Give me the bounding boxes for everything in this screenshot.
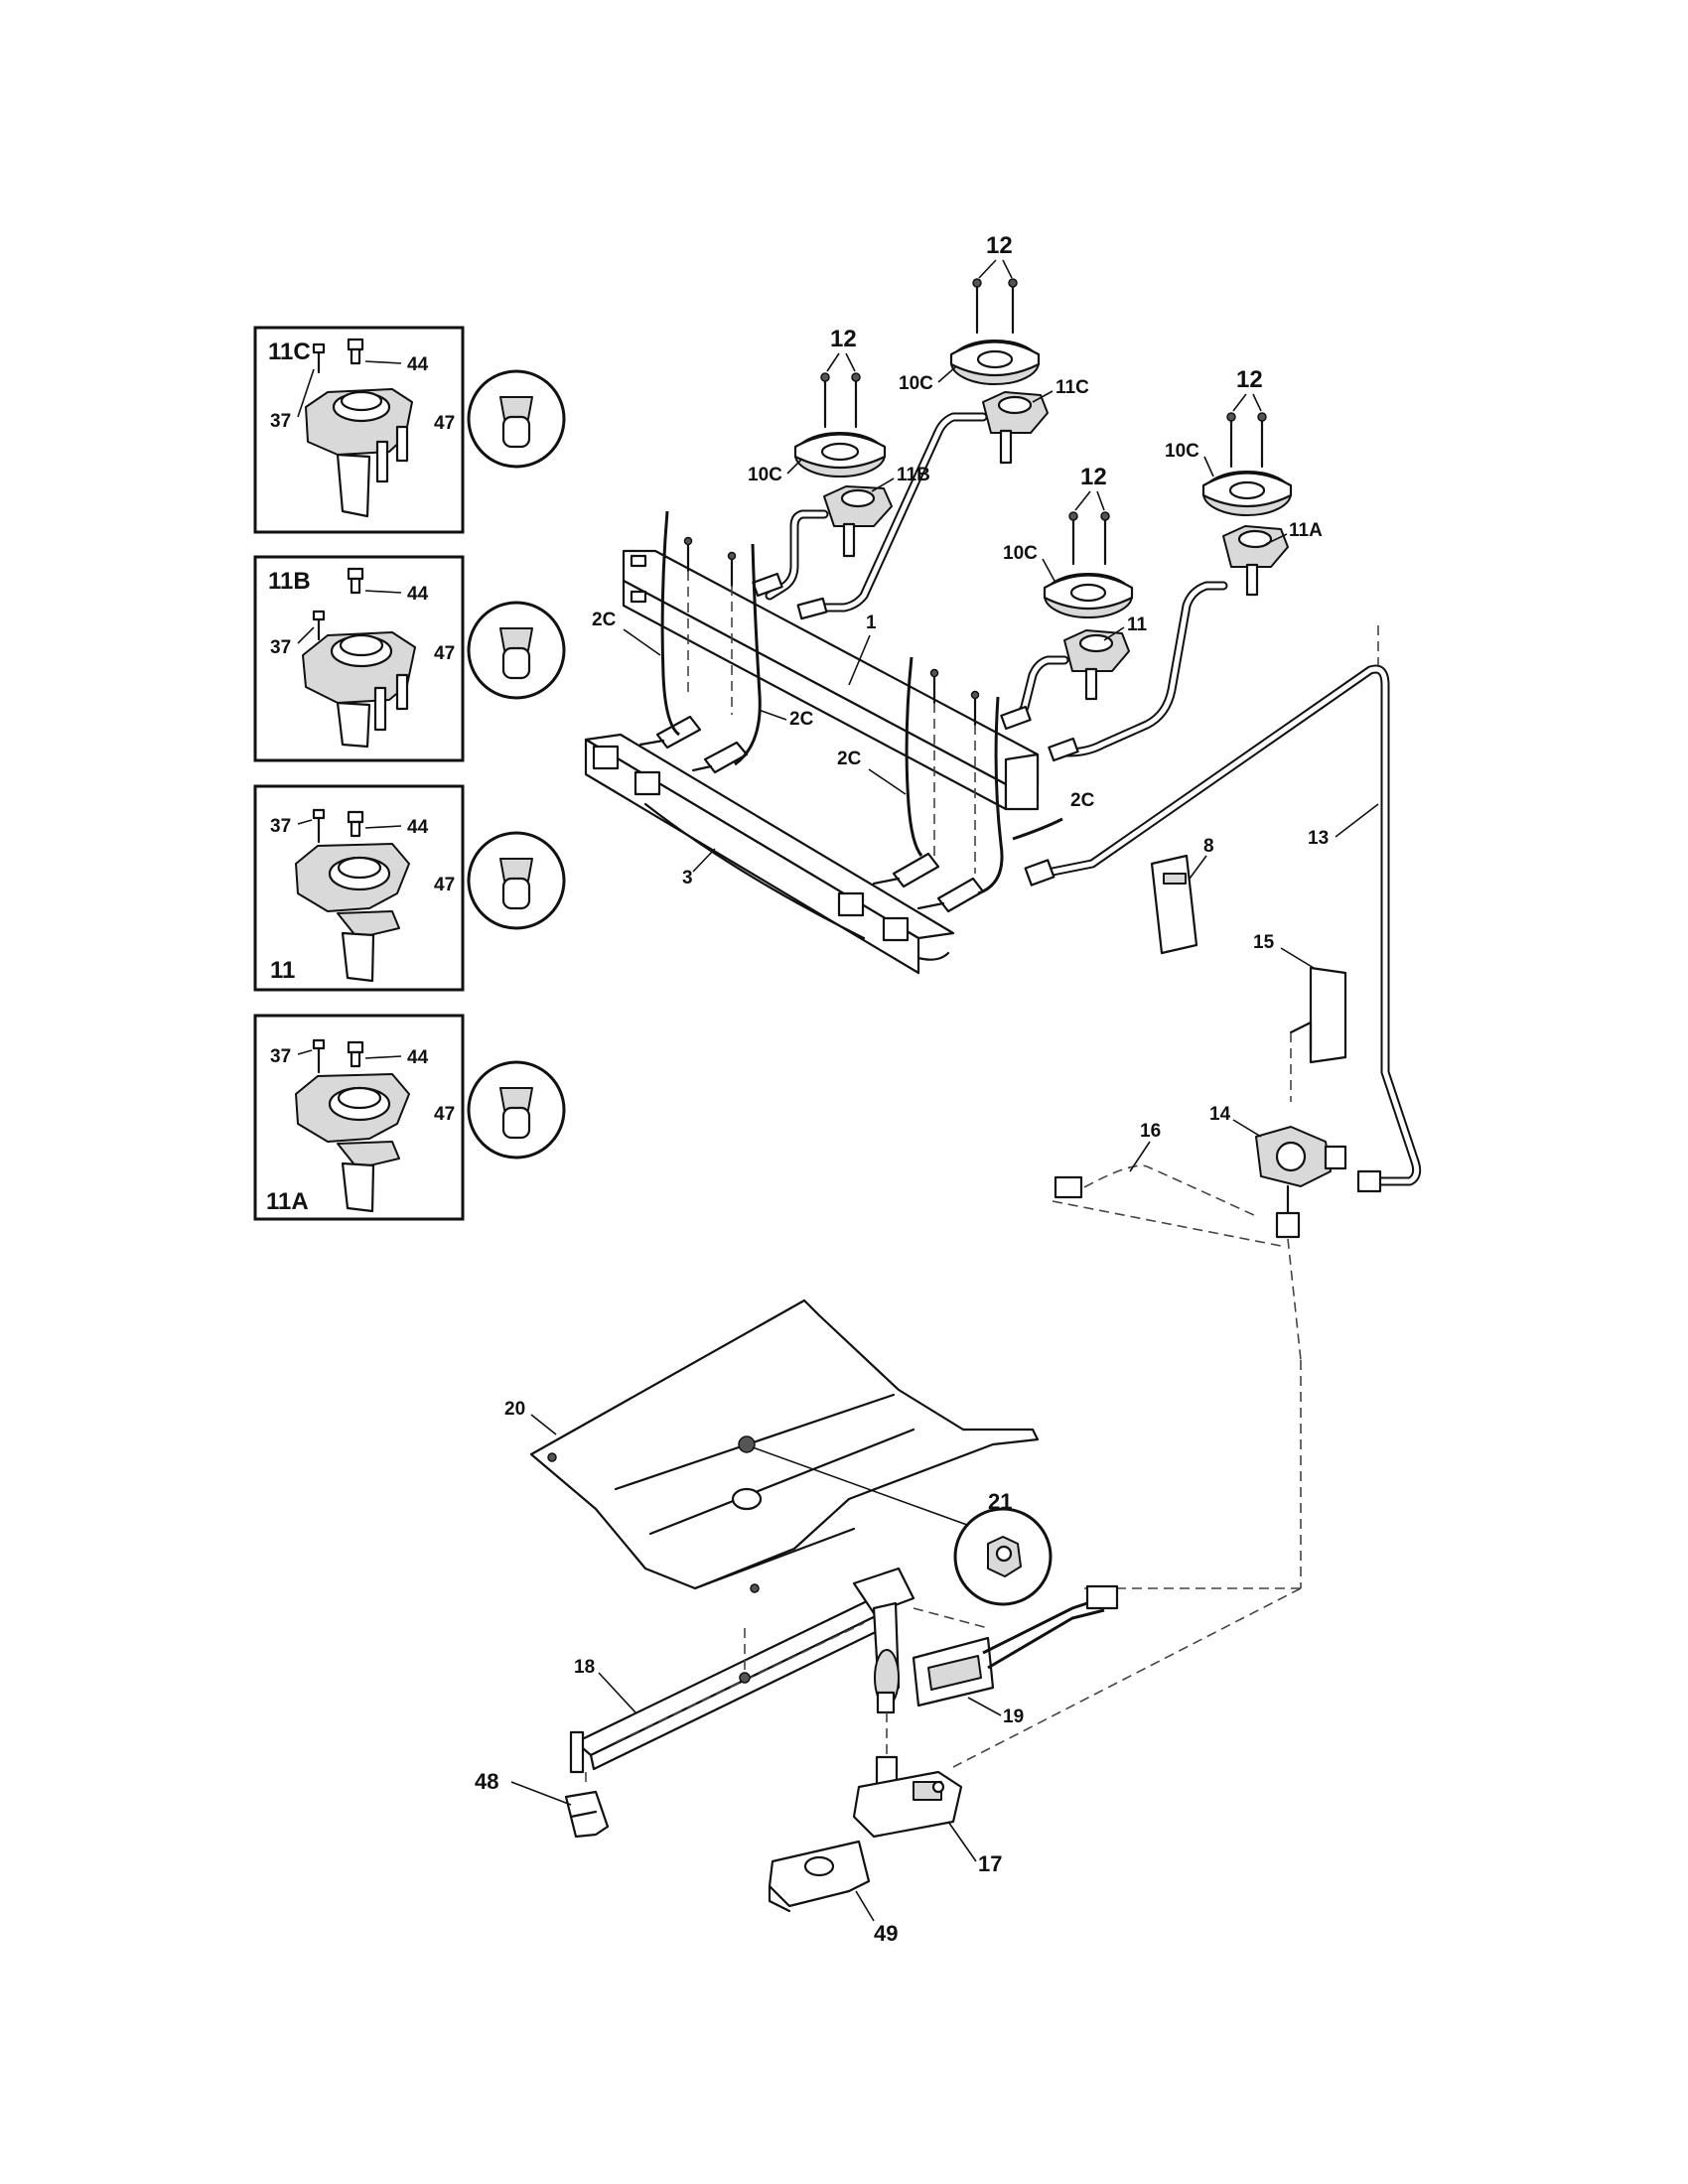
manifold-screws xyxy=(683,536,980,874)
valve-11a xyxy=(1222,525,1289,597)
callout-20: 20 xyxy=(504,1399,525,1420)
guide-lines xyxy=(952,1238,1302,1768)
callout-16: 16 xyxy=(1140,1121,1161,1142)
callout-2c: 2C xyxy=(789,709,814,730)
valve-11b xyxy=(823,485,893,558)
callout-13: 13 xyxy=(1308,828,1329,849)
label-37: 37 xyxy=(270,1046,291,1067)
supply-tube xyxy=(1024,625,1422,1193)
igniter xyxy=(912,1584,1119,1707)
callout-2c: 2C xyxy=(837,749,862,769)
inset-title-11b: 11B xyxy=(268,568,311,595)
callout-11c: 11C xyxy=(1055,377,1089,398)
oven-burner xyxy=(569,1567,915,1787)
heat-shield xyxy=(529,1298,1040,1593)
orifice-holders xyxy=(638,715,985,913)
callout-11a: 11A xyxy=(1289,520,1323,541)
burner-head-rear-right xyxy=(949,278,1041,385)
label-44: 44 xyxy=(407,354,429,375)
burner-head-rear-left xyxy=(793,372,887,478)
callout-2c: 2C xyxy=(592,610,617,630)
callout-12: 12 xyxy=(1080,464,1107,490)
spark-module xyxy=(1150,854,1198,955)
callout-10c: 10C xyxy=(1165,441,1199,462)
inset-11: 37 44 11 47 xyxy=(253,784,566,992)
label-37: 37 xyxy=(270,637,291,658)
callout-19: 19 xyxy=(1003,1706,1024,1727)
callout-48: 48 xyxy=(475,1769,498,1794)
manifold-bracket xyxy=(622,549,1040,811)
callouts: 12 12 12 12 10C 10C 10C 10C 11C 11B 11A … xyxy=(475,232,1379,1946)
burner-head-far-right xyxy=(1201,412,1293,516)
label-44: 44 xyxy=(407,584,429,605)
label-44: 44 xyxy=(407,817,429,838)
callout-3: 3 xyxy=(682,868,693,888)
cross-brace xyxy=(584,733,955,975)
callout-18: 18 xyxy=(574,1657,595,1678)
label-47: 47 xyxy=(434,1104,455,1125)
inset-title-11a: 11A xyxy=(266,1188,309,1215)
burner-head-front-right xyxy=(1043,511,1134,618)
callout-12: 12 xyxy=(986,232,1013,259)
flex-line xyxy=(1052,1164,1282,1247)
label-44: 44 xyxy=(407,1047,429,1068)
callout-8: 8 xyxy=(1203,836,1214,857)
callout-10c: 10C xyxy=(1003,543,1038,564)
callout-1: 1 xyxy=(866,613,877,633)
inset-11a: 37 44 11A 47 xyxy=(253,1014,566,1221)
callout-11b: 11B xyxy=(897,465,930,485)
callout-17: 17 xyxy=(978,1851,1002,1876)
valve-11 xyxy=(1063,629,1130,701)
callout-11: 11 xyxy=(1127,614,1148,635)
callout-12: 12 xyxy=(830,326,857,352)
inset-title-11: 11 xyxy=(270,957,295,984)
valve-11c xyxy=(982,391,1049,465)
label-37: 37 xyxy=(270,411,291,432)
label-37: 37 xyxy=(270,816,291,837)
callout-14: 14 xyxy=(1209,1104,1231,1125)
label-47: 47 xyxy=(434,875,455,895)
valve-cover xyxy=(768,1840,871,1913)
spark-wires xyxy=(660,510,1063,895)
callout-49: 49 xyxy=(874,1921,898,1946)
callout-15: 15 xyxy=(1253,932,1275,953)
label-47: 47 xyxy=(434,413,455,434)
inset-11c: 11C 44 37 47 xyxy=(253,326,566,534)
label-47: 47 xyxy=(434,643,455,664)
callout-12: 12 xyxy=(1236,366,1263,393)
nut-detail xyxy=(752,1446,1053,1606)
callout-21: 21 xyxy=(988,1489,1012,1514)
callout-10c: 10C xyxy=(748,465,782,485)
inset-title-11c: 11C xyxy=(268,339,311,365)
callout-10c: 10C xyxy=(899,373,933,394)
pressure-regulator xyxy=(1255,1126,1347,1239)
regulator-bracket xyxy=(1289,966,1347,1102)
inset-11b: 11B 44 37 47 xyxy=(253,555,566,762)
oven-safety-valve xyxy=(852,1712,963,1839)
gas-tubes xyxy=(752,412,1228,762)
callout-2c: 2C xyxy=(1070,790,1095,811)
burner-bracket xyxy=(564,1790,610,1839)
